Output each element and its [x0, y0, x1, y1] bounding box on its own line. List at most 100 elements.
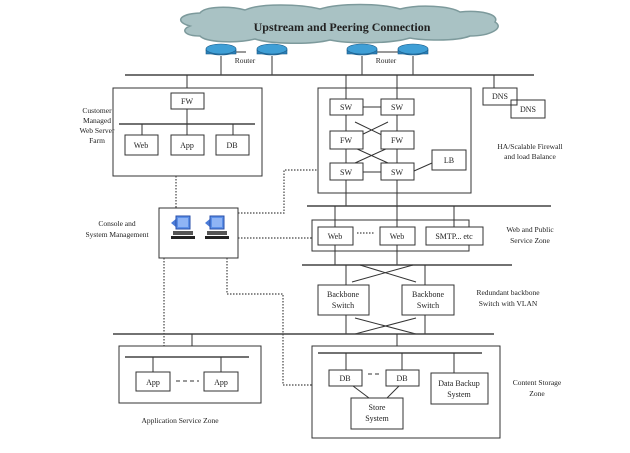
node-label: Managed: [83, 116, 111, 125]
dns-node: [510, 99, 546, 119]
backbone-zone: Backbone Switch Backbone Switch Redundan…: [302, 264, 540, 335]
node-label: DNS: [520, 105, 536, 114]
customer-zone-label: Customer: [82, 106, 112, 115]
shape: [205, 43, 237, 55]
shape: [178, 218, 188, 227]
app-node: [135, 371, 171, 392]
shape: [205, 236, 229, 239]
node-label: App: [180, 141, 194, 150]
web-zone-label: Web and Public: [506, 225, 554, 234]
node-label: LB: [444, 156, 454, 165]
console-label: Console and: [98, 219, 136, 228]
upstream-cloud: Upstream and Peering Connection: [180, 3, 499, 45]
customer-web-node: [124, 134, 159, 156]
connector-line: [413, 162, 433, 172]
storage-zone-label: Content Storage: [513, 378, 562, 387]
router-icon: [346, 43, 378, 56]
node-label: FW: [181, 97, 193, 106]
node-label: App: [214, 378, 228, 387]
shape: [346, 43, 378, 55]
ha-fw-node: [380, 130, 415, 150]
web-node: [379, 226, 416, 246]
node-label: SMTP... etc: [435, 232, 473, 241]
node-label: Switch: [417, 301, 439, 310]
load-balancer-node: [431, 149, 467, 171]
console-zone: Console and System Management: [85, 207, 239, 259]
ha-sw-node: [329, 98, 364, 116]
ha-sw-node: [380, 98, 415, 116]
app-node: [203, 371, 239, 392]
workstation-icon: [171, 215, 195, 239]
connector-line: [386, 385, 400, 399]
node-label: FW: [340, 136, 352, 145]
node-label: Backbone: [412, 290, 444, 299]
customer-db-node: [215, 134, 250, 156]
shape: [180, 3, 499, 45]
node-label: Switch: [332, 301, 354, 310]
node-label: SW: [391, 168, 403, 177]
dotted-link: [226, 258, 312, 386]
storage-db-node: [328, 369, 363, 387]
shape: [207, 231, 227, 235]
management-links: [163, 169, 318, 386]
ha-sw-node: [380, 162, 415, 181]
ha-sw-node: [329, 162, 364, 181]
dotted-link: [238, 169, 318, 214]
ha-firewall-zone: SW SW FW FW SW SW LB HA/Scalable Firewal…: [317, 75, 563, 206]
node-label: Web: [390, 232, 404, 241]
workstation-icon: [205, 215, 229, 239]
backbone-label: Redundant backbone: [476, 288, 540, 297]
router-icon: [205, 43, 237, 56]
node-label: Service Zone: [510, 236, 550, 245]
node-label: FW: [391, 136, 403, 145]
customer-app-node: [170, 134, 205, 156]
node-label: SW: [391, 103, 403, 112]
node-label: Web: [134, 141, 148, 150]
storage-zone: DB DB Store System Data Backup System Co…: [311, 334, 562, 439]
node-label: DB: [339, 374, 350, 383]
web-node: [317, 226, 354, 246]
node-label: Store: [369, 403, 386, 412]
node-label: System: [447, 390, 471, 399]
node-label: DB: [396, 374, 407, 383]
node-label: and load Balance: [504, 152, 556, 161]
web-zone: Web Web SMTP... etc Web and Public Servi…: [307, 205, 554, 265]
data-backup-node: [430, 372, 489, 405]
router-icon: [256, 43, 288, 56]
connector-line: [354, 147, 389, 164]
router-group-right: Router: [346, 43, 429, 75]
shape: [212, 218, 222, 227]
node-label: App: [146, 378, 160, 387]
customer-zone: FW Web App DB Customer Managed Web Serve…: [79, 75, 263, 177]
router-group-left: Router: [205, 43, 288, 75]
node-label: DNS: [492, 92, 508, 101]
app-zone: App App Application Service Zone: [118, 334, 262, 425]
smtp-node: [425, 226, 484, 246]
node-label: Backbone: [327, 290, 359, 299]
cloud-title: Upstream and Peering Connection: [254, 20, 431, 34]
node-label: Web: [328, 232, 342, 241]
node-label: Switch with VLAN: [479, 299, 538, 308]
store-system-node: [350, 397, 404, 430]
node-label: Farm: [89, 136, 105, 145]
router-label: Router: [235, 56, 256, 65]
backbone-switch-node: [401, 284, 455, 316]
connector-line: [351, 264, 414, 283]
connector-line: [359, 264, 417, 283]
storage-db-node: [385, 369, 420, 387]
shape: [256, 43, 288, 55]
shape: [173, 231, 193, 235]
node-label: System Management: [85, 230, 149, 239]
connector-line: [352, 385, 370, 399]
node-label: DB: [226, 141, 237, 150]
backbone-switch-node: [317, 284, 370, 316]
node-label: SW: [340, 168, 352, 177]
app-zone-label: Application Service Zone: [141, 416, 219, 425]
node-label: Web Server: [79, 126, 115, 135]
ha-zone-label: HA/Scalable Firewall: [497, 142, 562, 151]
router-icon: [397, 43, 429, 56]
shape: [397, 43, 429, 55]
node-label: SW: [340, 103, 352, 112]
router-label: Router: [376, 56, 397, 65]
